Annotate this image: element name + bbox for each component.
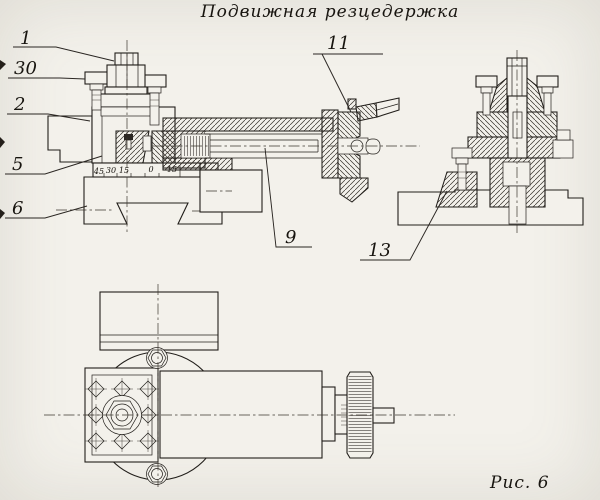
- clamp-bolt-left: [84, 71, 109, 111]
- clamp-handle-nut: [104, 52, 148, 95]
- callout-5: 5: [5, 154, 103, 175]
- side-section-view: 45 30 15 0 15: [47, 40, 420, 233]
- crank-handle: [347, 97, 400, 122]
- scale-label-30: 30: [106, 166, 116, 175]
- housing-bottom-wall: [162, 157, 233, 171]
- callout-2-label: 2: [13, 94, 25, 115]
- callout-13: 13: [360, 190, 448, 261]
- top-block: [99, 291, 219, 351]
- swivel-slide-block: [47, 115, 93, 163]
- crank-ferrule: [355, 102, 378, 122]
- swivel-bolt-bottom: [146, 463, 168, 485]
- plate-screw: [85, 430, 107, 452]
- callout-30: 30: [8, 58, 86, 80]
- dial-sleeve: [334, 394, 349, 435]
- callout-5-label: 5: [12, 154, 23, 175]
- handle-pin: [347, 98, 357, 110]
- right-stop-block: [552, 139, 574, 159]
- wheel-shaft: [372, 407, 395, 424]
- callout-6: 6: [5, 198, 88, 219]
- set-screw: [124, 134, 133, 140]
- plate-screw: [85, 378, 107, 400]
- side-bolt-left: [475, 75, 498, 116]
- plate-screw: [137, 430, 159, 452]
- callout-13-label: 13: [368, 240, 391, 261]
- crank-grip: [375, 97, 400, 118]
- scan-artifacts: [0, 60, 6, 219]
- scale-label-15: 15: [119, 166, 129, 175]
- clamp-bracket-bolt: [435, 147, 478, 208]
- callout-9: 9: [264, 147, 312, 248]
- scale-label-0: 0: [148, 165, 153, 174]
- callouts: 1 30 2 5 6 11 9 13: [5, 28, 448, 261]
- callout-2: 2: [7, 94, 91, 122]
- end-section-view: [397, 50, 584, 233]
- top-plate: [92, 93, 159, 108]
- plan-view: [44, 284, 455, 487]
- bracket-foot: [339, 177, 369, 203]
- center-stud: [507, 94, 528, 159]
- side-bolt-right: [536, 75, 559, 116]
- drawing-title: Подвижная резцедержка: [200, 2, 459, 22]
- slide-body: [159, 370, 323, 459]
- figure-caption: Рис. 6: [489, 473, 550, 493]
- swivel-bolt-top: [146, 347, 168, 369]
- callout-6-label: 6: [12, 198, 23, 219]
- callout-1: 1: [13, 28, 115, 62]
- scale-label-45: 45: [93, 167, 104, 176]
- callout-11-label: 11: [327, 33, 350, 54]
- end-flange: [321, 109, 339, 179]
- callout-1-label: 1: [20, 28, 31, 49]
- bearing-flange: [321, 386, 336, 442]
- feed-screw: [180, 132, 322, 159]
- retaining-cap: [365, 138, 381, 155]
- callout-9-label: 9: [285, 227, 296, 248]
- callout-30-label: 30: [14, 58, 37, 79]
- plate-screw: [137, 378, 159, 400]
- clamp-bolt-right: [142, 74, 167, 126]
- housing-top-wall: [162, 117, 334, 132]
- callout-11: 11: [313, 33, 383, 113]
- plate-neck: [100, 106, 152, 117]
